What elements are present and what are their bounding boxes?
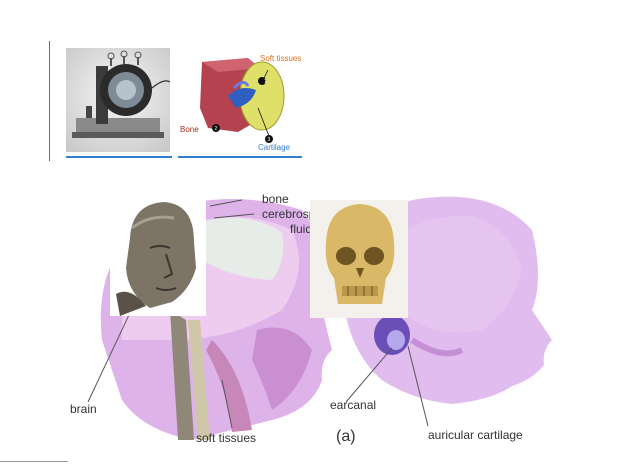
label-bone: Bone <box>180 125 199 134</box>
ear-model-drawing: 1 2 3 <box>178 48 304 152</box>
label-bone-main: bone <box>262 192 289 206</box>
panel-label: (a) <box>336 428 356 445</box>
label-fluid: fluid <box>290 222 313 236</box>
divider-line <box>49 41 50 161</box>
rig-underline <box>66 156 172 158</box>
test-rig-photo <box>66 48 170 152</box>
ear-underline <box>178 156 302 158</box>
svg-text:2: 2 <box>215 126 218 132</box>
printed-skull-photo <box>310 200 408 318</box>
ear-model-figure: 1 2 3 Soft tissues Bone Cartilage <box>178 48 304 152</box>
label-earcanal: earcanal <box>330 398 377 412</box>
label-soft-tissues: Soft tissues <box>260 54 302 63</box>
svg-text:3: 3 <box>268 137 271 143</box>
svg-text:1: 1 <box>264 79 267 85</box>
label-brain: brain <box>70 402 97 416</box>
label-cartilage: Cartilage <box>258 143 291 152</box>
printed-head-photo <box>110 198 206 316</box>
bottom-rule <box>0 461 68 462</box>
label-soft-tissues-main: soft tissues <box>196 431 257 445</box>
label-auricular-cartilage: auricular cartilage <box>428 428 523 442</box>
